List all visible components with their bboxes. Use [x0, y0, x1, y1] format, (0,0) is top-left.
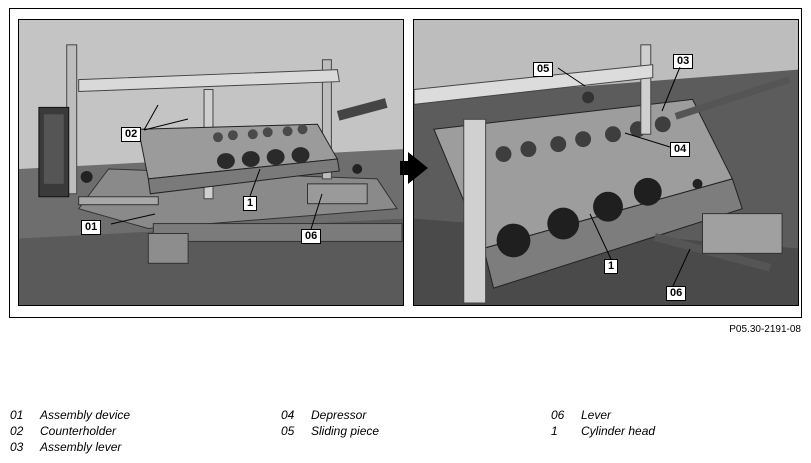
legend-label: Depressor — [311, 408, 367, 422]
figure-frame: 02 1 01 06 05 03 04 1 06 — [9, 8, 802, 318]
legend-num: 02 — [10, 424, 24, 438]
legend-num: 01 — [10, 408, 24, 422]
legend-num: 1 — [551, 424, 558, 438]
callout-06-left: 06 — [301, 229, 322, 244]
photo-assembly-detail — [413, 19, 799, 306]
legend-num: 03 — [10, 440, 24, 454]
photo-left-illustration — [19, 20, 403, 305]
callout-03: 03 — [673, 54, 694, 69]
callout-06-right: 06 — [666, 286, 687, 301]
legend-label: Sliding piece — [311, 424, 380, 438]
legend-num: 06 — [551, 408, 565, 422]
callout-01: 01 — [81, 220, 102, 235]
figure-code: P05.30-2191-08 — [729, 324, 801, 335]
legend-label: Assembly device — [40, 408, 131, 422]
callout-1-right: 1 — [604, 259, 619, 274]
legend-label: Lever — [581, 408, 612, 422]
callout-05: 05 — [533, 62, 554, 77]
photo-assembly-overview — [18, 19, 404, 306]
direction-arrow-icon — [400, 152, 428, 184]
callout-1-left: 1 — [243, 196, 258, 211]
legend-label: Assembly lever — [40, 440, 122, 454]
legend-num: 04 — [281, 408, 295, 422]
legend-label: Cylinder head — [581, 424, 656, 438]
legend-num: 05 — [281, 424, 295, 438]
callout-02: 02 — [121, 127, 142, 142]
photo-right-illustration — [414, 20, 798, 305]
callout-04: 04 — [670, 142, 691, 157]
legend-label: Counterholder — [40, 424, 117, 438]
